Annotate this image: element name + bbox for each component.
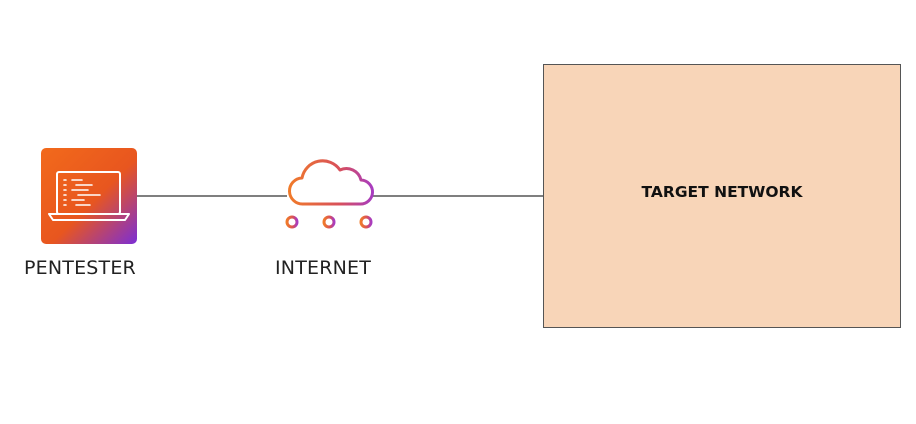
pentester-label: PENTESTER (24, 257, 136, 279)
internet-label: INTERNET (275, 257, 372, 279)
laptop-terminal-icon (41, 148, 137, 244)
cloud-network-icon (285, 159, 374, 229)
target-network-box: TARGET NETWORK (543, 64, 901, 328)
target-network-label: TARGET NETWORK (641, 183, 803, 201)
